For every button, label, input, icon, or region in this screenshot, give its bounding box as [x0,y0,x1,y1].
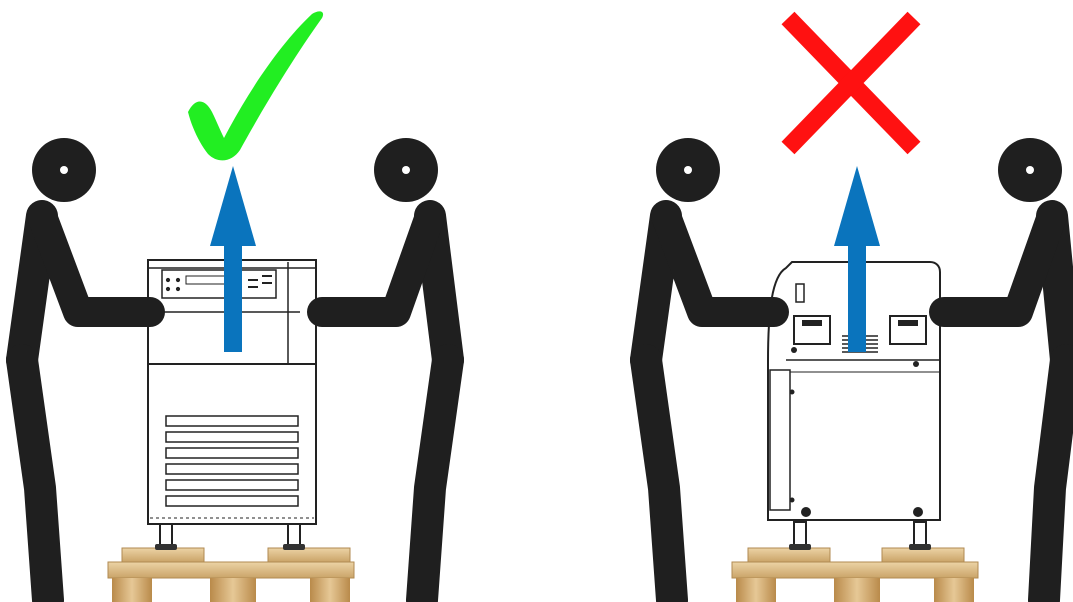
pallet-post [310,578,350,602]
check-mark-icon [188,11,324,161]
unit-front-view [147,259,317,525]
pallet-post [210,578,256,602]
vent-grille [165,415,299,507]
pallet-block [267,547,351,563]
pallet-deck [107,561,355,579]
pallet [731,547,979,602]
unit-feet [155,521,305,550]
cross-mark-icon [781,11,921,155]
lift-arrow-up [834,166,880,352]
pallet [107,547,355,602]
lift-arrow-up [210,166,256,352]
pallet-block [121,547,205,563]
person-right-incorrect [929,138,1073,602]
scene-incorrect-lift [630,11,1073,602]
person-left-correct [6,138,165,602]
person-left-incorrect [630,138,789,602]
person-right-correct [307,138,464,602]
unit-feet [789,521,931,550]
scene-correct-lift [6,11,464,602]
pallet-post [112,578,152,602]
